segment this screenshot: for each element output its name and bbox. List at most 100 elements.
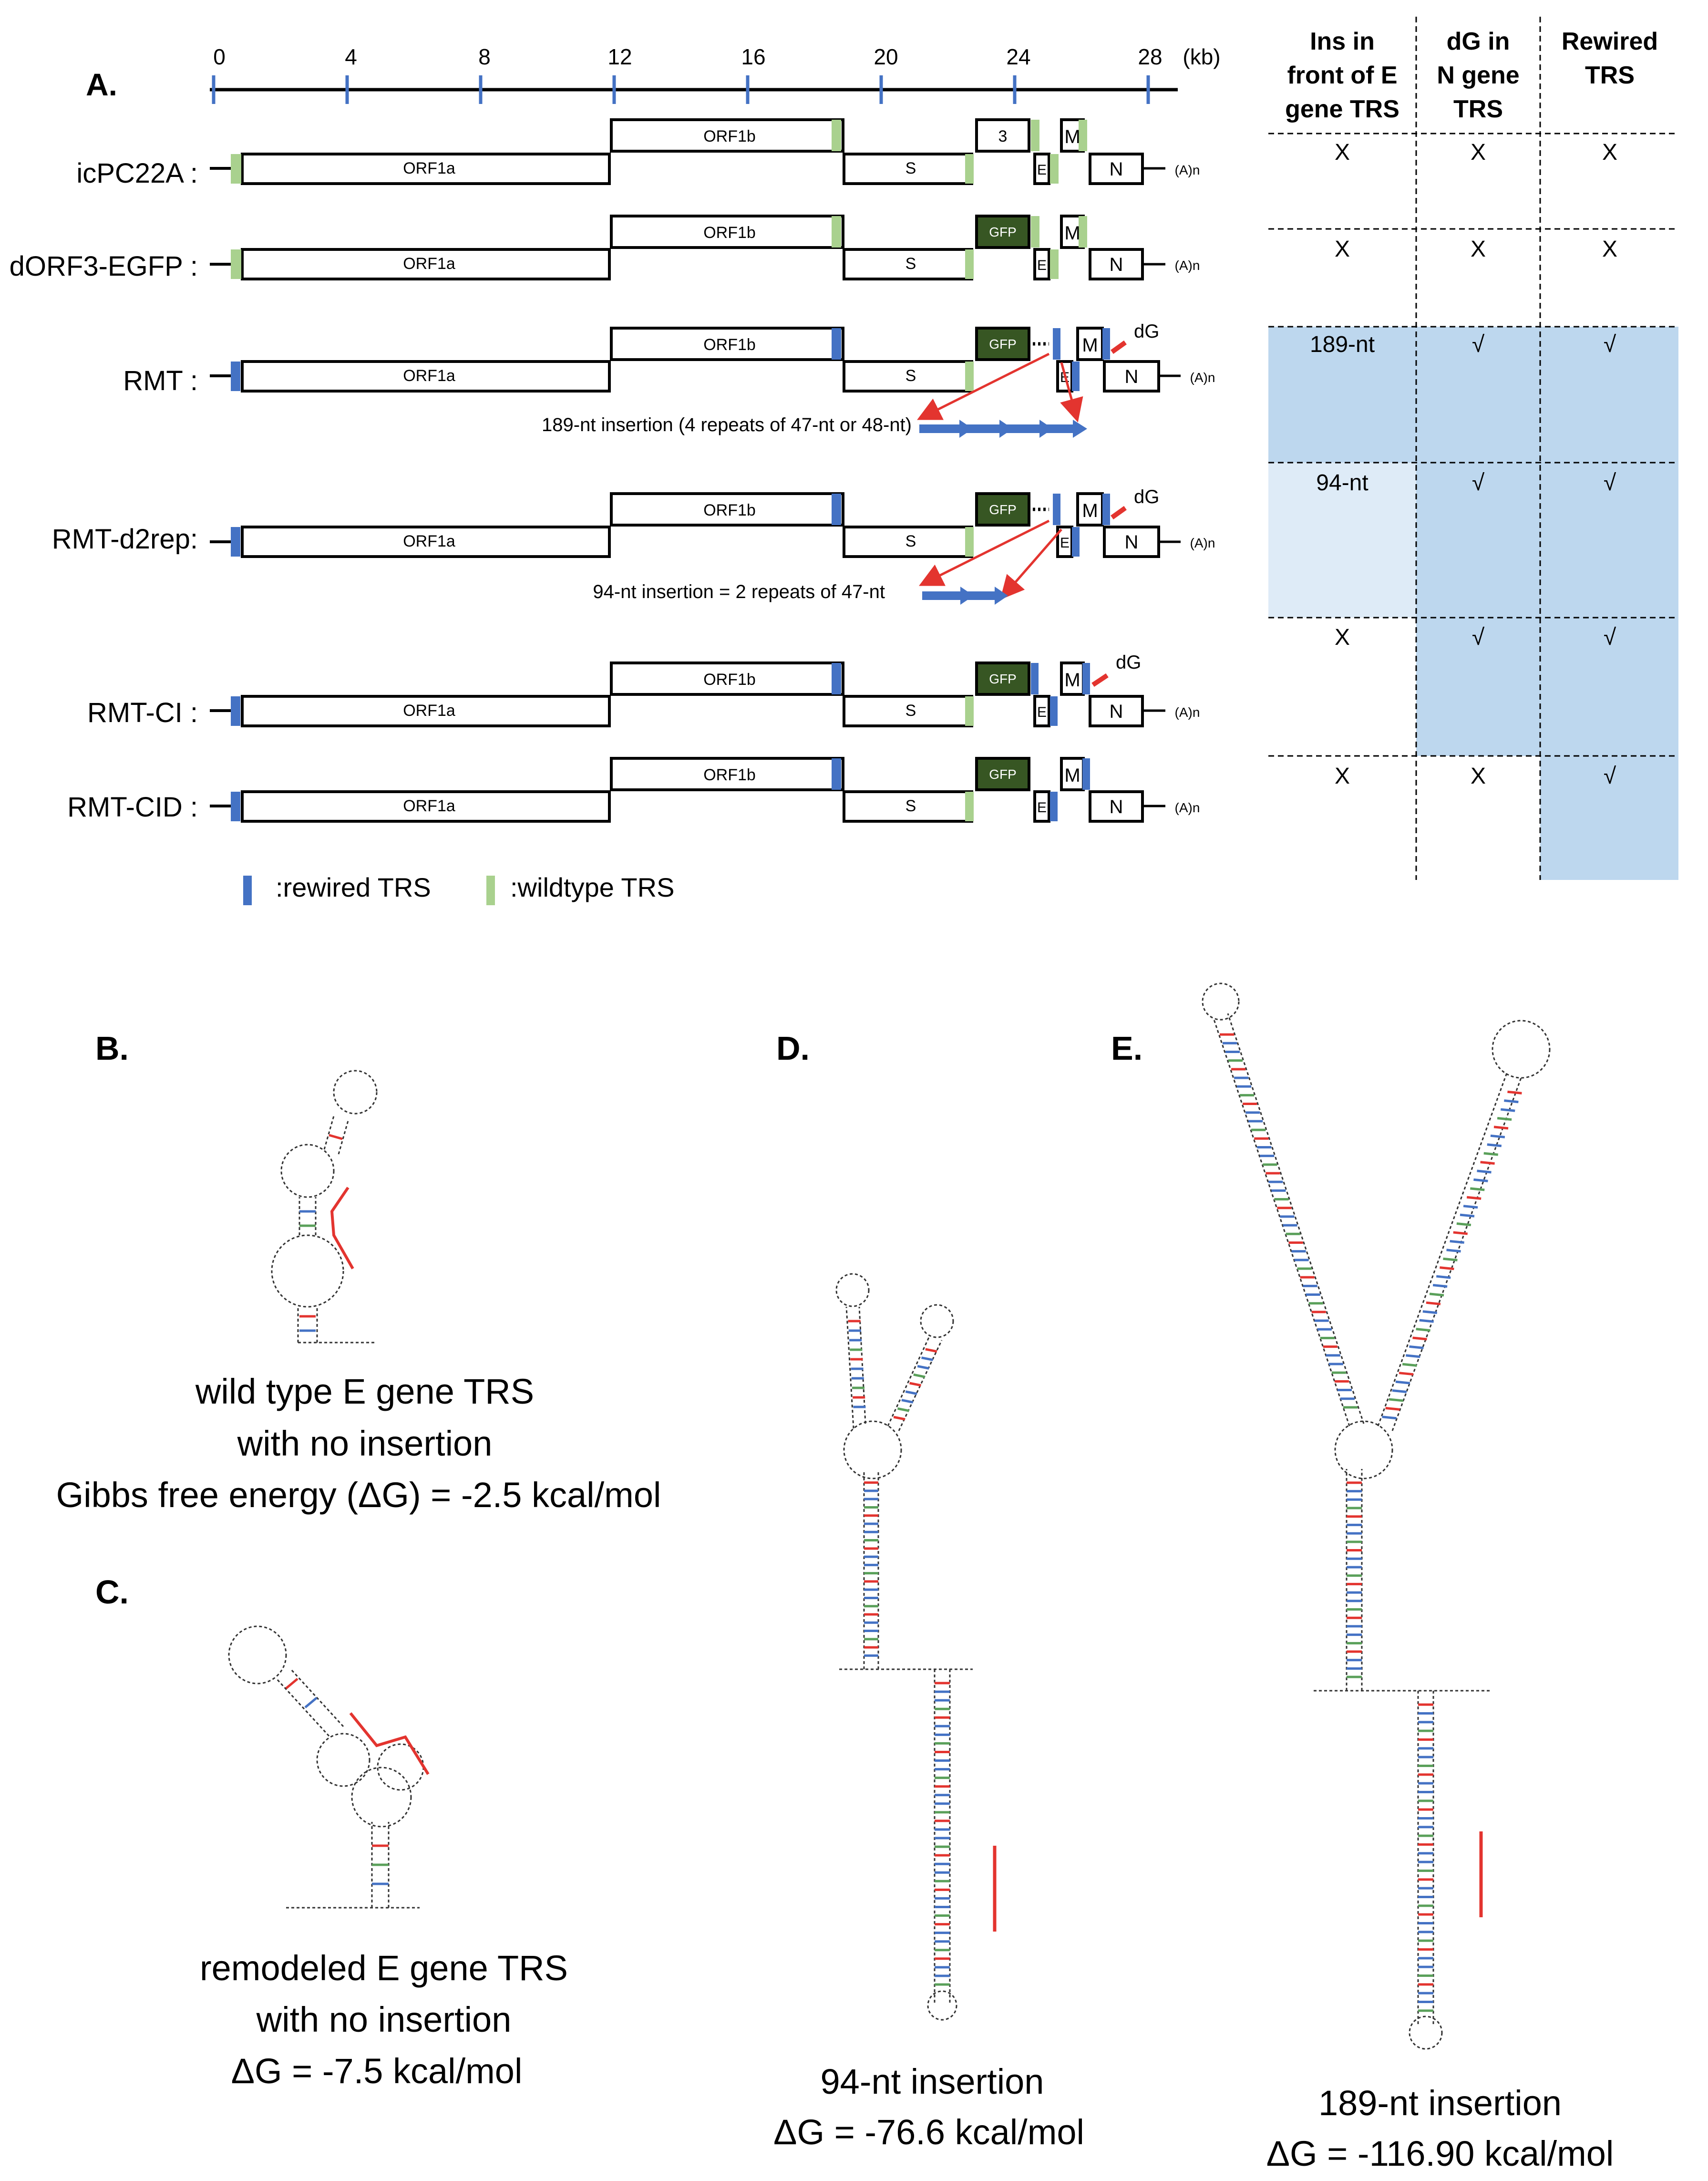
gfp-label: GFP (989, 337, 1017, 351)
wildtype-trs-marker (965, 527, 974, 557)
n-label: N (1125, 532, 1139, 553)
n-label: N (1125, 366, 1139, 387)
base-pair-tick (1443, 1257, 1458, 1261)
construct-label: RMT-d2rep: (52, 524, 198, 555)
axis-tick-label: 4 (345, 44, 357, 69)
base-pair-tick (1419, 1319, 1434, 1323)
s-label: S (905, 159, 916, 177)
orf1a-box (241, 526, 611, 558)
rewired-trs-marker (231, 527, 240, 557)
axis-tick-label: 28 (1138, 44, 1162, 69)
rewired-trs-marker (1102, 494, 1110, 525)
s-box (843, 153, 973, 185)
e-label: E (1037, 704, 1047, 720)
rewired-trs-marker (1102, 328, 1110, 360)
gfp-label: GFP (989, 502, 1017, 517)
orf1a-box (241, 360, 611, 393)
base-pair-tick (1477, 1169, 1492, 1174)
table-cell: X (1471, 237, 1486, 262)
n-label: N (1110, 254, 1123, 275)
n-label: N (1110, 159, 1123, 180)
base-pair-tick (1450, 1240, 1464, 1244)
rewired-trs-marker (832, 663, 841, 694)
trs-feature-table: Ins in front of E gene TRS dG in N gene … (1268, 17, 1678, 880)
legend-rewired-label: :rewired TRS (276, 872, 431, 902)
wildtype-trs-marker (832, 216, 841, 248)
e-label: E (1037, 800, 1047, 816)
e-box (1033, 695, 1050, 727)
s-box (843, 790, 973, 823)
gfp-label: GFP (989, 767, 1017, 782)
insertion-arrow-left (919, 519, 1050, 586)
rewired-trs-marker (231, 792, 240, 821)
s-label: S (905, 532, 916, 550)
construct-rmt: RMT : dG ORF1a ORF1b S GFP E M N (A)n (123, 321, 1215, 438)
base-pair-tick (913, 1373, 926, 1378)
row-highlight (1268, 327, 1678, 463)
rewired-trs-marker (1050, 696, 1058, 726)
orf1b-box (610, 492, 844, 527)
orf1a-label: ORF1a (403, 159, 455, 177)
orf1b-label: ORF1b (703, 766, 756, 784)
base-pair-tick (1480, 1161, 1495, 1165)
base-pair-tick (1497, 1116, 1512, 1121)
table-cell: 189-nt (1310, 332, 1375, 357)
m-label: M (1064, 126, 1080, 147)
orf1a-label: ORF1a (403, 532, 455, 550)
base-pair-ticks-e (1220, 1033, 1522, 2012)
orf1a-box (241, 695, 611, 727)
caption-e-line1: 189-nt insertion (1318, 2083, 1562, 2123)
e-label: E (1037, 258, 1047, 273)
gfp-box (975, 492, 1030, 527)
orf1b-label: ORF1b (703, 127, 756, 145)
base-pair-tick (1416, 1328, 1430, 1332)
gfp-box (975, 757, 1030, 791)
wildtype-trs-marker (231, 249, 241, 279)
s-label: S (905, 797, 916, 815)
orf1b-label: ORF1b (703, 336, 756, 354)
dg-red-marker (1111, 506, 1127, 520)
wildtype-trs-marker (965, 154, 974, 184)
n-box (1089, 790, 1144, 823)
m-label: M (1064, 670, 1080, 691)
base-pair-tick (1473, 1178, 1488, 1182)
trs-legend: :rewired TRS :wildtype TRS (243, 872, 674, 905)
axis-tick-label: 20 (874, 44, 898, 69)
panel-label-e: E. (1111, 1030, 1142, 1067)
row-highlight (1416, 463, 1678, 618)
axis-tick-label: 8 (478, 44, 491, 69)
table-cell: X (1335, 140, 1350, 165)
orf1b-label: ORF1b (703, 224, 756, 242)
s-label: S (905, 255, 916, 273)
base-pair-tick (1456, 1222, 1471, 1227)
orf1a-label: ORF1a (403, 797, 455, 815)
rewired-trs-marker (832, 494, 841, 525)
orf1a-box (241, 248, 611, 280)
table-cell: X (1602, 140, 1617, 165)
base-pair-tick (1440, 1266, 1454, 1271)
base-pair-tick (901, 1399, 914, 1404)
table-cell: X (1602, 237, 1617, 262)
insertion-arrow-right (1060, 362, 1083, 423)
gfp-label: GFP (989, 225, 1017, 239)
base-pair-tick (1385, 1406, 1400, 1411)
caption-d-line1: 94-nt insertion (821, 2062, 1044, 2101)
caption-c-line1: remodeled E gene TRS (200, 1948, 568, 1988)
base-pair-tick (909, 1382, 921, 1387)
gfp-box (975, 662, 1030, 696)
rna-structure-189nt (1202, 982, 1551, 2050)
table-cell: √ (1472, 470, 1485, 496)
table-cell: X (1335, 625, 1350, 650)
base-pair-tick (893, 1416, 905, 1421)
base-pair-tick (1490, 1134, 1505, 1138)
table-cell: √ (1604, 470, 1616, 496)
base-pair-tick (921, 1356, 933, 1361)
orf1b-box (610, 757, 844, 791)
base-pair-tick (1412, 1336, 1427, 1341)
base-pair-tick (1429, 1292, 1444, 1297)
legend-wildtype-label: :wildtype TRS (510, 872, 674, 902)
base-pair-tick (1392, 1389, 1407, 1394)
wildtype-trs-marker (231, 154, 241, 184)
construct-label: RMT-CI : (87, 697, 198, 728)
